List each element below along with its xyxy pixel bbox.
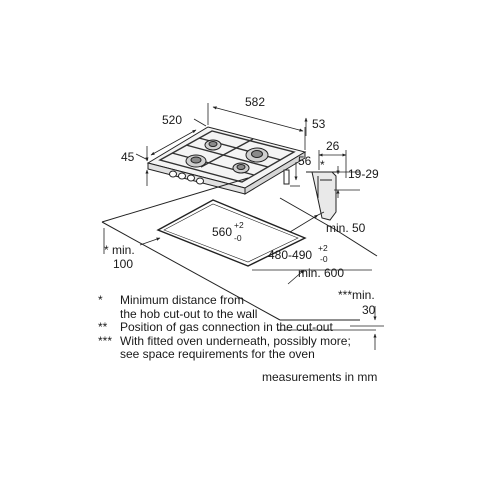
dim-gas-height: 56 <box>298 154 312 168</box>
dim-min-50: min. 50 <box>326 221 366 235</box>
footnote-row: ** Position of gas connection in the cut… <box>98 320 398 335</box>
footnote-text: the hob cut-out to the wall <box>120 306 258 321</box>
dim-depth: 520 <box>162 113 182 127</box>
dim-cutout-depth: 480-490 <box>268 248 312 262</box>
footnote-row: *** With fitted oven underneath, possibl… <box>98 333 398 349</box>
control-knobs <box>169 170 204 185</box>
dim-cutout-width-tol-minus: -0 <box>234 233 242 243</box>
dim-clamp-range: 19-29 <box>348 167 379 181</box>
hob-dimension-lines <box>135 103 308 187</box>
gas-connection <box>283 169 290 185</box>
hob-drawing <box>146 126 307 195</box>
footnote-text: With fitted oven underneath, possibly mo… <box>120 333 351 348</box>
cutout <box>156 199 307 267</box>
worktop-back-edge <box>101 177 249 223</box>
footnote-row: the hob cut-out to the wall <box>98 306 398 322</box>
hob-top-face <box>146 126 307 189</box>
worktop-drawing <box>101 177 378 321</box>
footnote-mark <box>98 348 120 362</box>
dim-min-100-value: 100 <box>113 257 133 271</box>
hob-right-side <box>244 151 306 195</box>
dim-min-600: min. 600 <box>298 266 344 280</box>
dim-cutout-depth-tol-minus: -0 <box>320 254 328 264</box>
clamp-body <box>311 171 337 221</box>
footnotes: * Minimum distance from the hob cut-out … <box>98 293 398 362</box>
footnote-mark <box>98 308 120 322</box>
dim-cutout-width: 560 <box>212 225 232 239</box>
footnote-text: Position of gas connection in the cut-ou… <box>120 320 333 334</box>
footnote-row: see space requirements for the oven <box>98 347 398 362</box>
units-label: measurements in mm <box>262 370 378 384</box>
footnote-mark: *** <box>98 333 113 348</box>
worktop-front-edge <box>101 221 281 321</box>
dim-width: 582 <box>245 95 265 109</box>
footnote-text: see space requirements for the oven <box>120 347 315 361</box>
dim-height: 45 <box>121 150 135 164</box>
cutout-dimension-lines <box>103 211 384 350</box>
dim-min-30-prefix: ***min. <box>338 288 375 302</box>
dim-right-offset: 53 <box>312 117 326 131</box>
footnote-mark: ** <box>98 320 108 334</box>
dim-min-100-prefix: * min. <box>104 243 135 257</box>
footnote-row: * Minimum distance from <box>98 293 398 308</box>
dim-clamp-star: * <box>320 158 325 172</box>
footnote-mark: * <box>98 293 103 307</box>
burners <box>185 139 269 174</box>
dim-cutout-width-tol-plus: +2 <box>234 220 244 230</box>
dim-min-30-value: 30 <box>362 303 376 317</box>
dim-clamp-width: 26 <box>326 139 340 153</box>
dim-cutout-depth-tol-plus: +2 <box>318 243 328 253</box>
clamp-dimension-lines <box>318 150 360 198</box>
footnote-text: Minimum distance from <box>120 293 245 307</box>
